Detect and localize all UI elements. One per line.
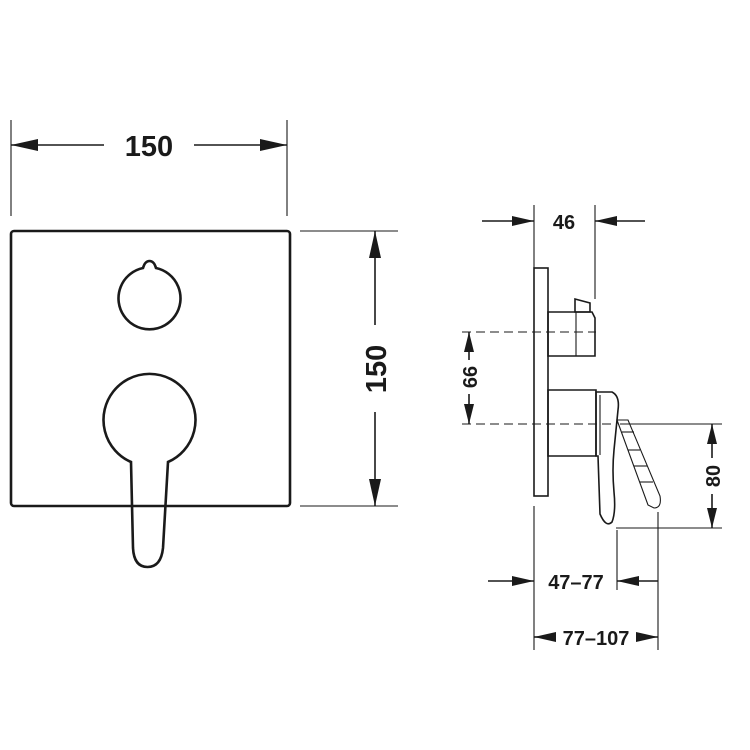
side-view: 46 66 80 [460, 205, 725, 650]
lever-height-label: 80 [703, 465, 725, 487]
range2-label: 77–107 [563, 628, 630, 650]
lever-height-dimension: 80 [616, 423, 725, 529]
height-label: 150 [361, 345, 393, 393]
width-label: 150 [125, 131, 173, 163]
offset-dimension: 66 [460, 331, 612, 425]
depth-dimension: 46 [482, 205, 645, 299]
front-view: 150 150 [9, 120, 398, 569]
depth-label: 46 [553, 212, 575, 234]
cover-plate [9, 229, 292, 508]
side-plate [533, 267, 549, 497]
side-mixer-body [547, 389, 597, 457]
side-diverter [547, 311, 596, 357]
range2-dimension: 77–107 [534, 628, 658, 650]
range1-dimension: 47–77 [488, 506, 659, 650]
height-dimension: 150 [300, 230, 398, 507]
side-lever-alt [616, 419, 661, 509]
offset-label: 66 [460, 366, 482, 388]
side-lever-solid [595, 391, 620, 525]
mixer-lever [102, 372, 197, 569]
range1-label: 47–77 [548, 572, 604, 594]
width-dimension: 150 [10, 120, 288, 216]
diverter-knob [117, 259, 182, 331]
